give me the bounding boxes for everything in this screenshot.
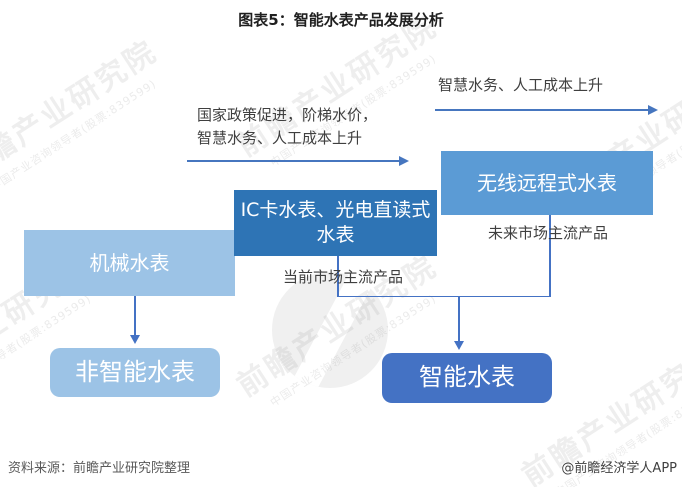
driver-note-left: 国家政策促进，阶梯水价， 智慧水务、人工成本上升: [197, 106, 378, 147]
arrowhead-icon: [130, 335, 140, 344]
outcome-label: 智能水表: [419, 363, 515, 392]
arrow-down-to-non-smart-icon: [130, 296, 140, 344]
stage-label: IC卡水表、光电直读式水表: [240, 199, 431, 246]
stage-box-ic-card-meter: IC卡水表、光电直读式水表: [234, 190, 437, 256]
arrowhead-icon: [399, 156, 409, 166]
watermark-tagline: 中国产业咨询领导者(股票:839599): [0, 77, 159, 195]
credit-note: @前瞻经济学人APP: [561, 461, 677, 476]
source-note: 资料来源：前瞻产业研究院整理: [8, 461, 191, 476]
chart-title: 图表5：智能水表产品发展分析: [238, 11, 444, 29]
stage-label: 机械水表: [89, 251, 170, 275]
outcome-label: 非智能水表: [75, 357, 195, 386]
connector-line-horizontal: [337, 295, 550, 297]
outcome-box-non-smart-meter: 非智能水表: [50, 348, 220, 397]
driver-note-right: 智慧水务、人工成本上升: [438, 76, 604, 94]
arrow-down-to-smart-icon: [454, 296, 464, 350]
note-future-mainstream: 未来市场主流产品: [487, 224, 608, 242]
arrowhead-icon: [454, 341, 464, 350]
stage-box-wireless-remote-meter: 无线远程式水表: [441, 151, 653, 215]
arrow-right-icon: [187, 156, 409, 166]
stage-box-mechanical-meter: 机械水表: [24, 230, 235, 296]
watermark-logo-swoosh: [278, 272, 388, 388]
stage-label: 无线远程式水表: [477, 171, 617, 195]
note-current-mainstream: 当前市场主流产品: [282, 268, 403, 286]
connector-line-wireless: [549, 215, 551, 297]
outcome-box-smart-meter: 智能水表: [382, 353, 552, 403]
watermark-top-left: 前瞻产业研究院 中国产业咨询领导者(股票:839599): [0, 27, 174, 205]
watermark-logo: [272, 272, 388, 388]
arrowhead-icon: [648, 105, 658, 115]
watermark-text: 前瞻产业研究院: [0, 33, 164, 189]
arrow-right-icon: [435, 105, 658, 115]
